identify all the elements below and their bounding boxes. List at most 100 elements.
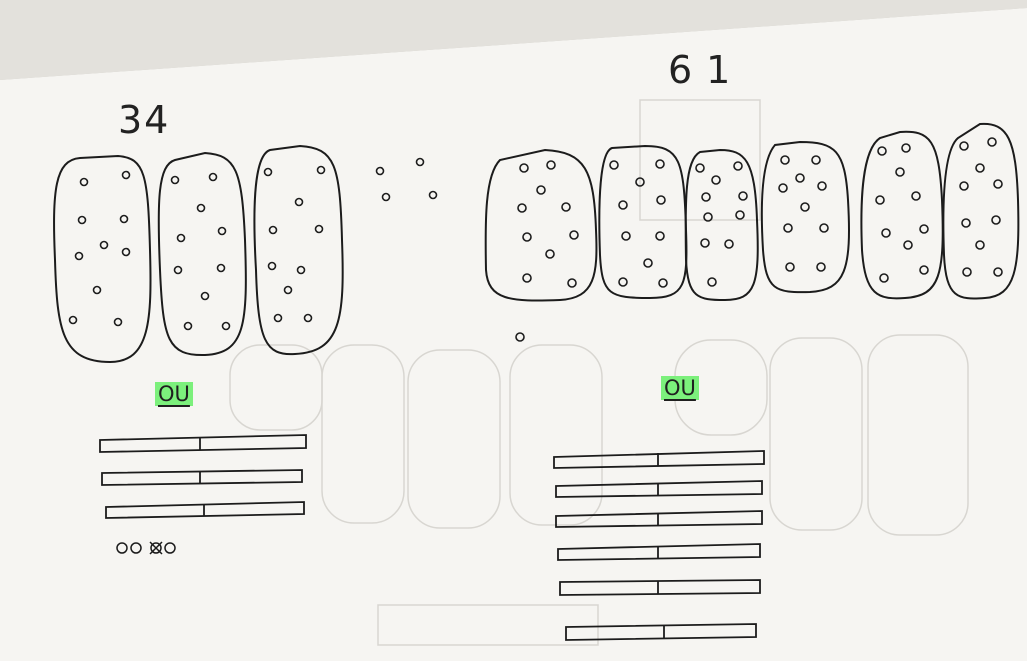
bar-divider [149, 541, 163, 555]
ghost-blob [769, 337, 863, 531]
unit-dot [961, 218, 971, 228]
unit-dot [735, 210, 745, 220]
unit-dot [817, 181, 827, 191]
ten-blob [760, 140, 851, 294]
ten-bar [555, 510, 763, 528]
unit-dot [113, 317, 123, 327]
unit-dot [987, 137, 997, 147]
unit-dot [975, 240, 985, 250]
unit-dot [314, 224, 324, 234]
unit-dot [975, 163, 985, 173]
unit-dot [294, 197, 304, 207]
ten-bar [105, 501, 305, 519]
unit-dot [875, 195, 885, 205]
ghost-blob [867, 334, 969, 536]
unit-dot [92, 285, 102, 295]
unit-dot [99, 240, 109, 250]
unit-dot [121, 170, 131, 180]
unit-dot [962, 267, 972, 277]
ghost-bar [377, 604, 599, 646]
unit-dot [561, 202, 571, 212]
unit-dot [116, 542, 128, 554]
unit-dot [200, 291, 210, 301]
ten-blob [157, 151, 247, 357]
ten-bar [565, 623, 757, 641]
ghost-blob [321, 344, 405, 524]
unit-dot [173, 265, 183, 275]
unit-dot [959, 181, 969, 191]
unit-dot [517, 203, 527, 213]
unit-dot [901, 143, 911, 153]
unit-dot [621, 231, 631, 241]
unit-dot [618, 200, 628, 210]
unit-dot [217, 226, 227, 236]
unit-dot [170, 175, 180, 185]
unit-dot [176, 233, 186, 243]
unit-dot [656, 195, 666, 205]
unit-dot [375, 166, 385, 176]
unit-dot [877, 146, 887, 156]
unit-dot [959, 141, 969, 151]
unit-dot [150, 542, 162, 554]
ten-blob [598, 144, 688, 300]
unit-dot [700, 238, 710, 248]
unit-dot [738, 191, 748, 201]
unit-dot [724, 239, 734, 249]
unit-dot [164, 542, 176, 554]
unit-dot [121, 247, 131, 257]
unit-dot [415, 157, 425, 167]
unit-dot [428, 190, 438, 200]
unit-dot [221, 321, 231, 331]
unit-dot [919, 224, 929, 234]
left-bars [99, 434, 307, 519]
unit-dot [733, 161, 743, 171]
unit-dot [783, 223, 793, 233]
unit-dot [263, 167, 273, 177]
unit-dot [658, 278, 668, 288]
left-tens [53, 144, 344, 364]
unit-dot [77, 215, 87, 225]
unit-dot [800, 202, 810, 212]
unit-dot [522, 273, 532, 283]
right-number: 61 [668, 48, 745, 92]
ten-blob [253, 144, 344, 356]
unit-dot [283, 285, 293, 295]
right-or-label: OU [661, 376, 699, 400]
ten-blob [484, 148, 598, 302]
unit-dot [196, 203, 206, 213]
unit-dot [881, 228, 891, 238]
ten-bar [557, 543, 761, 561]
ten-bar [555, 480, 763, 498]
unit-dot [273, 313, 283, 323]
unit-dot [74, 251, 84, 261]
unit-dot [268, 225, 278, 235]
unit-dot [993, 179, 1003, 189]
unit-dot [536, 185, 546, 195]
unit-dot [522, 232, 532, 242]
unit-dot [68, 315, 78, 325]
unit-dot [569, 230, 579, 240]
left-number: 34 [118, 98, 171, 142]
unit-dot [711, 175, 721, 185]
ghost-blob [407, 349, 501, 529]
unit-dot [216, 263, 226, 273]
unit-dot [119, 214, 129, 224]
unit-dot [879, 273, 889, 283]
ten-blob [53, 154, 152, 364]
unit-dot [780, 155, 790, 165]
unit-dot [703, 212, 713, 222]
unit-dot [816, 262, 826, 272]
unit-dot [991, 215, 1001, 225]
ten-bar [553, 450, 765, 469]
paper-edge-shadow [0, 0, 1027, 80]
unit-dot [609, 160, 619, 170]
ten-bar [99, 434, 307, 453]
unit-dot [993, 267, 1003, 277]
loose-dot [515, 332, 525, 342]
unit-dot [778, 183, 788, 193]
unit-dot [919, 265, 929, 275]
unit-dot [819, 223, 829, 233]
unit-dot [381, 192, 391, 202]
unit-dot [183, 321, 193, 331]
